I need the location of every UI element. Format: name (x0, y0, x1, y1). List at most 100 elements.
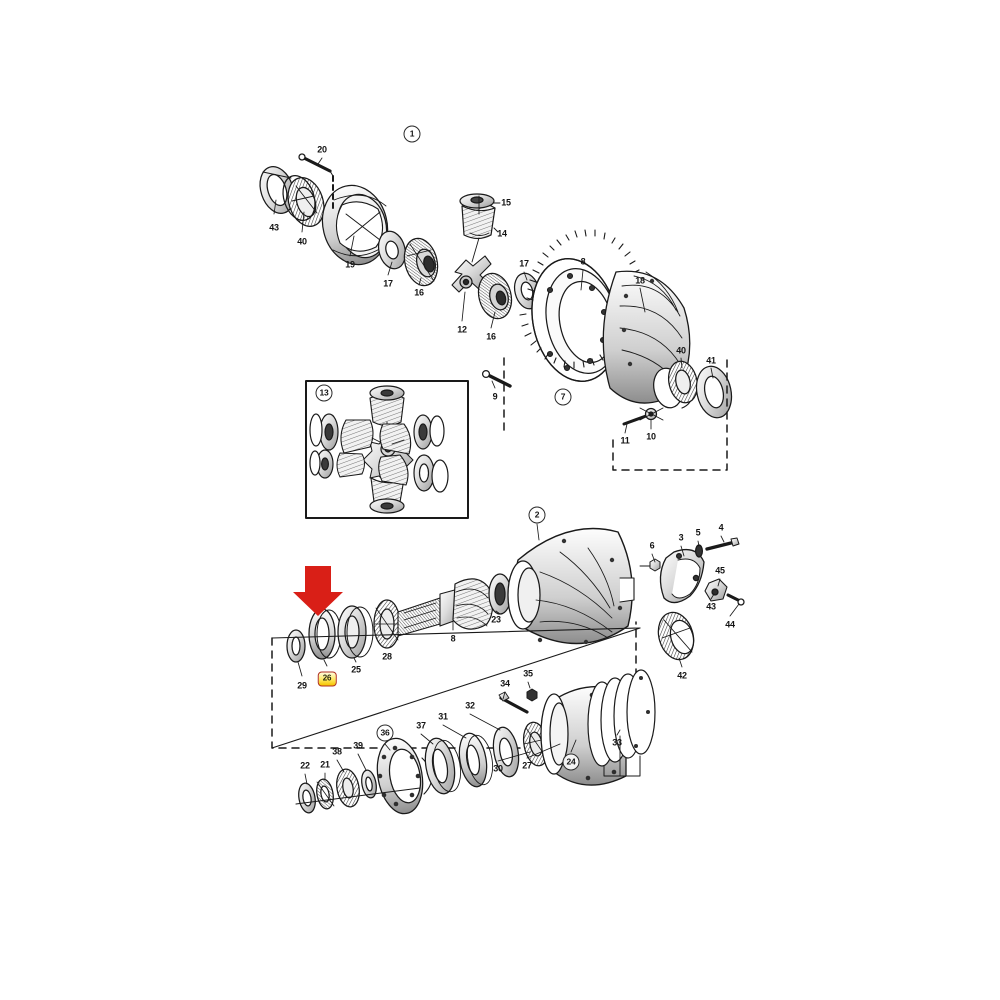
part-28-roller-bearing (373, 599, 401, 649)
inset-gear-right (379, 414, 445, 455)
part-callout-25: 25 (351, 664, 361, 675)
bracket-diagonal-a (271, 627, 641, 639)
part-32-ring (492, 726, 520, 778)
part-5-washer (694, 544, 704, 558)
part-11-bolt (622, 414, 648, 426)
red-arrow-annotation (293, 566, 343, 616)
part-callout-14: 14 (497, 228, 507, 239)
part-callout-37: 37 (416, 720, 426, 731)
part-callout-43: 43 (269, 222, 279, 233)
part-callout-2: 2 (528, 506, 546, 524)
part-callout-8: 8 (580, 256, 586, 267)
part-6-nut (639, 558, 661, 572)
part-callout-4: 4 (718, 522, 724, 533)
part-9-bolt (481, 369, 512, 388)
part-callout-43: 43 (706, 601, 716, 612)
part-callout-7: 7 (554, 388, 572, 406)
part-44-pin (726, 593, 745, 606)
group-differential-case (259, 153, 733, 426)
part-callout-36: 36 (376, 724, 394, 742)
group-hub-assembly (295, 669, 656, 815)
part-33-shim-stack (587, 669, 656, 777)
part-29-shim-ring (286, 629, 306, 663)
part-callout-35: 35 (523, 668, 533, 679)
part-callout-30: 30 (493, 763, 503, 774)
part-callout-21: 21 (320, 759, 330, 770)
part-callout-45: 45 (715, 565, 725, 576)
part-callout-17: 17 (519, 258, 529, 269)
part-callout-33: 33 (612, 737, 622, 748)
part-16-side-gear-b (477, 272, 513, 320)
group-pinion-housing (286, 527, 745, 663)
part-4-bolt (705, 537, 740, 551)
part-callout-23: 23 (491, 614, 501, 625)
part-41-bearing-cup (695, 365, 733, 419)
part-callout-42: 42 (677, 670, 687, 681)
part-34-bolt (498, 691, 529, 714)
part-callout-31: 31 (438, 711, 448, 722)
part-callout-12: 12 (457, 324, 467, 335)
part-pinion-shaft (397, 587, 463, 637)
part-25-taper-bearing-front (337, 605, 374, 659)
part-callout-16: 16 (486, 331, 496, 342)
part-2-carrier-housing (507, 527, 635, 645)
part-callout-6: 6 (649, 540, 655, 551)
part-callout-1: 1 (403, 125, 421, 143)
part-43-seal-ring (259, 166, 295, 214)
part-10-lock-washer (639, 407, 664, 421)
part-callout-15: 15 (501, 197, 511, 208)
part-callout-10: 10 (646, 431, 656, 442)
inset-gear-right-lower (378, 454, 449, 493)
part-callout-3: 3 (678, 532, 684, 543)
part-callout-40: 40 (676, 345, 686, 356)
part-callout-39: 39 (353, 740, 363, 751)
part-21-ring (316, 778, 335, 810)
part-38-bearing (336, 768, 360, 808)
part-callout-8: 8 (450, 633, 456, 644)
part-callout-9: 9 (492, 391, 498, 402)
part-19-differential-case (321, 184, 389, 266)
part-callout-19: 19 (345, 259, 355, 270)
inset-gear-left-lower (309, 449, 365, 479)
part-15-thrust-washer-mate (459, 193, 495, 209)
part-callout-18: 18 (635, 275, 645, 286)
part-callout-27: 27 (522, 760, 532, 771)
part-8-crown-wheel (519, 229, 643, 382)
inset-gear-left (309, 413, 385, 454)
part-callout-26-highlighted[interactable]: 26 (317, 671, 337, 687)
part-callout-11: 11 (620, 435, 630, 446)
part-40-taper-bearing-right (668, 360, 698, 404)
part-callout-41: 41 (706, 355, 716, 366)
leaders-bottom (304, 681, 621, 785)
part-26-oil-seal (308, 608, 342, 660)
leader-14 (493, 227, 499, 233)
part-callout-20: 20 (317, 144, 327, 155)
part-40-taper-bearing (282, 175, 325, 227)
part-callout-16: 16 (414, 287, 424, 298)
part-callout-17: 17 (383, 278, 393, 289)
part-16-side-gear-a (403, 237, 439, 287)
part-3-bearing-cap (659, 548, 705, 604)
part-callout-44: 44 (725, 619, 735, 630)
part-callout-28: 28 (382, 651, 392, 662)
leaders-middle (297, 523, 740, 677)
part-callout-40: 40 (297, 236, 307, 247)
dashed-bracket-top (503, 355, 728, 471)
part-42-spline-collar (657, 611, 695, 661)
part-45-bracket (704, 578, 728, 602)
part-callout-24: 24 (562, 753, 580, 771)
part-37-ring (424, 737, 462, 795)
part-20-lock-pin (298, 153, 334, 177)
inset-spider-gear-kit (305, 380, 469, 519)
leaders-top (273, 157, 714, 434)
part-callout-13: 13 (315, 384, 333, 402)
inset-gear-top (369, 385, 405, 437)
part-callout-5: 5 (695, 527, 701, 538)
part-callout-38: 38 (332, 746, 342, 757)
bracket-diagonal-b (271, 627, 641, 749)
part-36-hub (376, 737, 433, 815)
part-35-nut (526, 688, 538, 702)
part-callout-22: 22 (300, 760, 310, 771)
